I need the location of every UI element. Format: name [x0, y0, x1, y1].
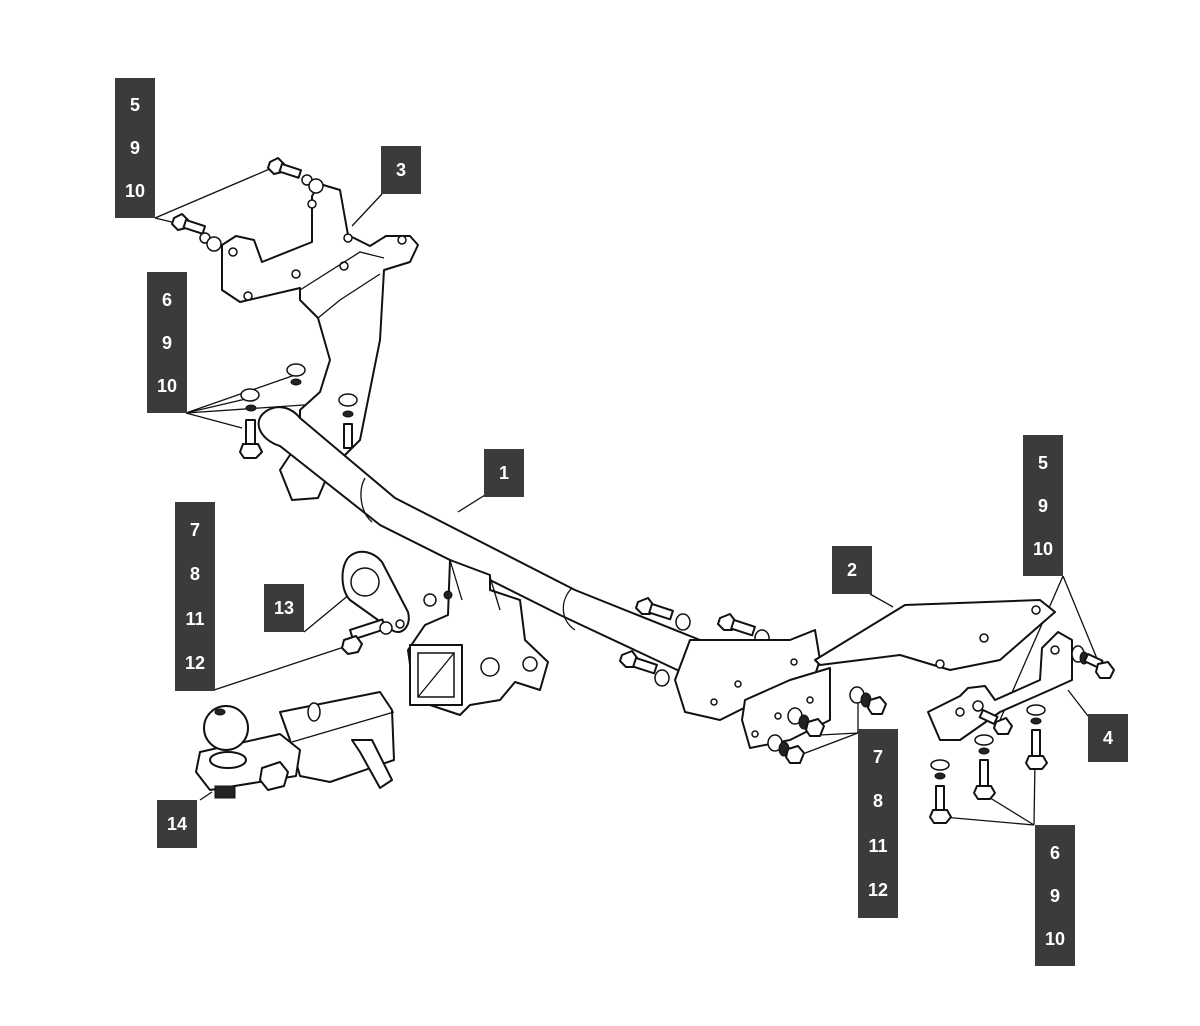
callout-item: 4: [1102, 728, 1113, 748]
callout-item: 12: [867, 879, 889, 900]
receiver-hitch: [407, 559, 549, 716]
callout-item: 14: [166, 814, 188, 834]
callout-item: 9: [1049, 885, 1060, 906]
callout-item: 8: [872, 791, 883, 812]
callout-item: 9: [161, 332, 172, 353]
bolts-top-left: [171, 157, 324, 252]
callout-7-8-11-12-right: 7 8 11 12: [858, 729, 898, 918]
callout-item: 10: [1032, 538, 1054, 559]
callout-item: 8: [189, 564, 200, 585]
callout-13: 13: [264, 584, 304, 632]
callout-item: 10: [156, 375, 178, 396]
right-bracket-part-4: [927, 631, 1115, 741]
callout-item: 11: [185, 608, 205, 629]
callout-item: 7: [872, 747, 883, 768]
callout-5-9-10-right: 5 9 10: [1023, 435, 1063, 576]
callout-item: 10: [124, 180, 146, 201]
callout-item: 2: [846, 560, 857, 580]
bolts-right-arm: [767, 686, 887, 764]
callout-item: 5: [1037, 452, 1048, 473]
bolts-beam-end: [619, 597, 770, 687]
callout-item: 1: [498, 463, 509, 483]
callout-item: 7: [189, 520, 200, 541]
callout-item: 10: [1044, 928, 1066, 949]
callout-item: 11: [868, 835, 888, 856]
callout-6-9-10-right: 6 9 10: [1035, 825, 1075, 966]
callout-item: 13: [273, 598, 295, 618]
callout-1: 1: [484, 449, 524, 497]
callout-6-9-10-left: 6 9 10: [147, 272, 187, 413]
callout-item: 6: [161, 289, 172, 310]
callout-7-8-11-12-left: 7 8 11 12: [175, 502, 215, 691]
bolts-right-vertical: [929, 704, 1048, 824]
callout-3: 3: [381, 146, 421, 194]
callout-item: 6: [1049, 842, 1060, 863]
socket-plate-part-13: [341, 550, 410, 655]
callout-5-9-10-top-left: 5 9 10: [115, 78, 155, 218]
callout-item: 5: [129, 95, 140, 116]
callout-item: 12: [184, 652, 206, 673]
callout-2: 2: [832, 546, 872, 594]
callout-item: 9: [129, 137, 140, 158]
bolts-left-vertical: [239, 363, 358, 459]
callout-item: 9: [1037, 495, 1048, 516]
left-bracket-part-3: [221, 183, 419, 501]
callout-14: 14: [157, 800, 197, 848]
callout-item: 3: [395, 160, 406, 180]
ball-mount-part-14: [195, 691, 395, 799]
callout-4: 4: [1088, 714, 1128, 762]
